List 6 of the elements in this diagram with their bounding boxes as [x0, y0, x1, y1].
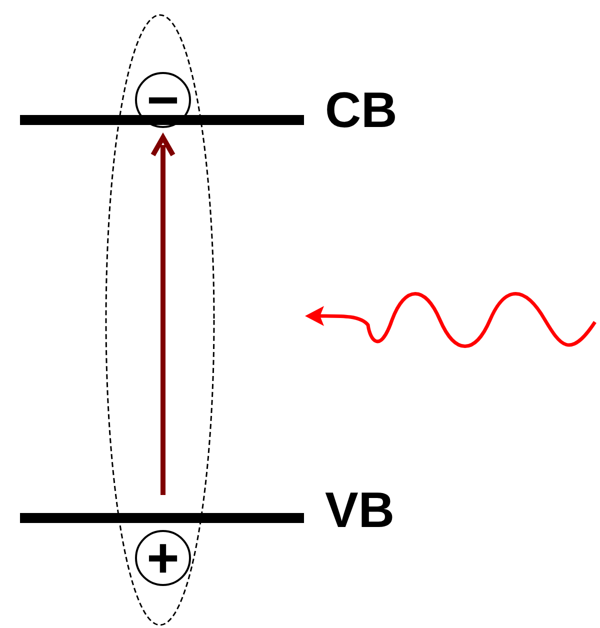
charge-circle	[135, 530, 191, 586]
band-label: VB	[325, 485, 394, 535]
band-label: CB	[325, 85, 398, 135]
charge-sign: −	[146, 75, 180, 125]
charge-sign: +	[146, 533, 180, 583]
arrow	[150, 135, 176, 495]
